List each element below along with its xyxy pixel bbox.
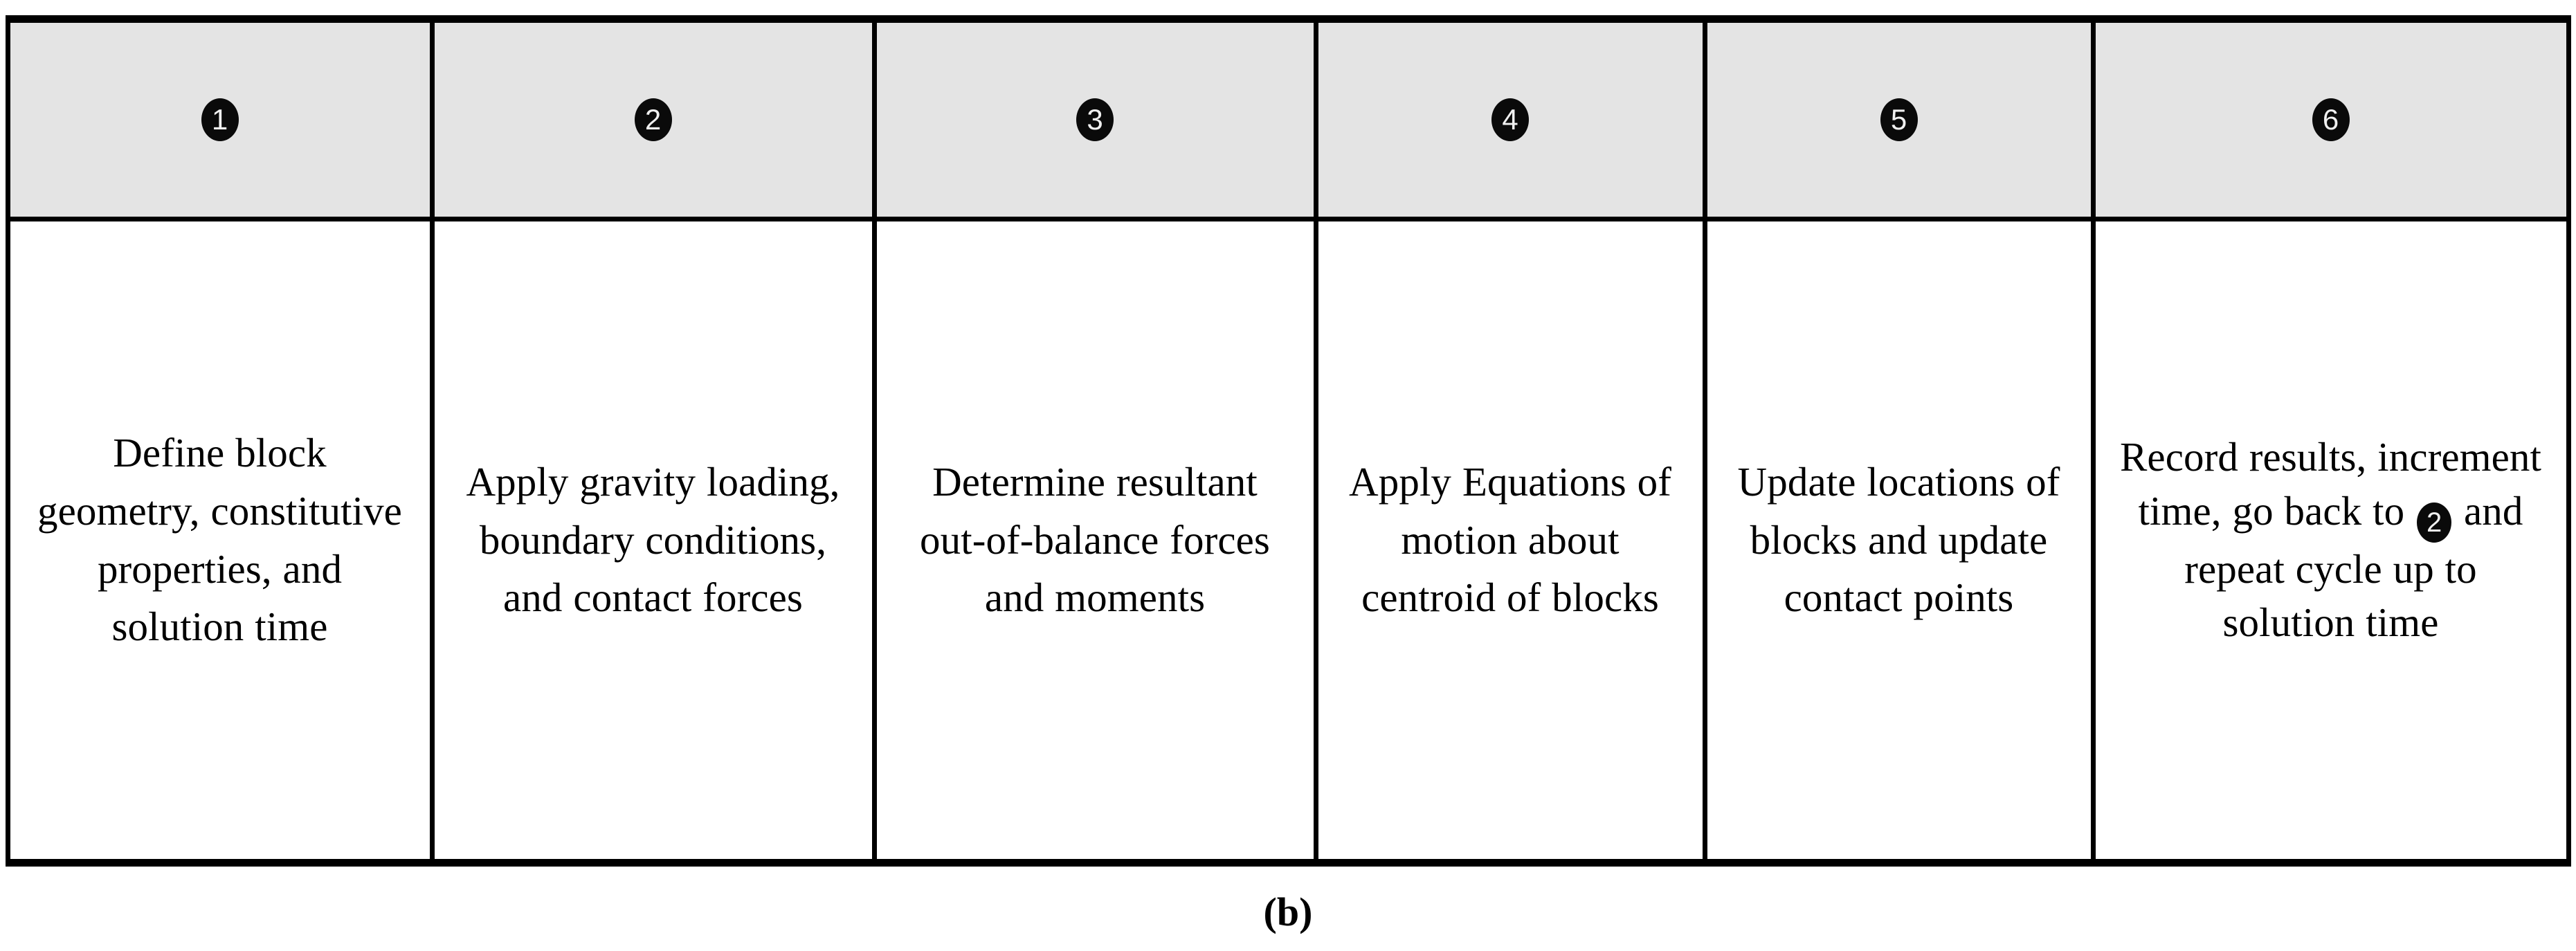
step-description-4: Apply Equations of motion about centroid… xyxy=(1349,458,1671,621)
process-steps-table: 1 2 3 4 5 6 xyxy=(5,15,2571,867)
figure-caption: (b) xyxy=(1263,889,1313,934)
step-header-1: 1 xyxy=(8,19,435,221)
step-description-2: Apply gravity loading, boundary conditio… xyxy=(466,458,840,621)
step-cell-5: Update locations of blocks and update co… xyxy=(1705,219,2096,863)
step-number-badge-4: 4 xyxy=(1491,98,1529,141)
step-description-6: Record results, increment time, go back … xyxy=(2114,431,2548,651)
step-description-1: Define block geometry, constitutive prop… xyxy=(37,429,402,650)
step-header-5: 5 xyxy=(1705,19,2096,221)
table-body-row: Define block geometry, constitutive prop… xyxy=(8,219,2568,863)
step-cell-4: Apply Equations of motion about centroid… xyxy=(1316,219,1707,863)
step-header-4: 4 xyxy=(1316,19,1707,221)
step-header-6: 6 xyxy=(2093,19,2568,221)
step-number-badge-5: 5 xyxy=(1880,98,1918,141)
step-description-3: Determine resultant out-of-balance force… xyxy=(920,458,1270,621)
step-6-text-after-badge: and repeat cycle up to solution time xyxy=(2184,487,2523,646)
step-number-badge-2: 2 xyxy=(634,98,672,141)
step-number-badge-3: 3 xyxy=(1076,98,1114,141)
step-description-5: Update locations of blocks and update co… xyxy=(1737,458,2060,621)
step-number-badge-1: 1 xyxy=(201,98,239,141)
step-header-2: 2 xyxy=(432,19,877,221)
step-number-badge-6: 6 xyxy=(2312,98,2350,141)
step-cell-1: Define block geometry, constitutive prop… xyxy=(8,219,435,863)
step-6-text-before-badge: Record results, increment time, go back … xyxy=(2119,433,2542,534)
step-cell-6: Record results, increment time, go back … xyxy=(2093,219,2568,863)
step-header-3: 3 xyxy=(874,19,1318,221)
table-header-row: 1 2 3 4 5 6 xyxy=(8,19,2568,221)
step-reference-badge-2: 2 xyxy=(2417,502,2452,543)
step-cell-3: Determine resultant out-of-balance force… xyxy=(874,219,1318,863)
step-cell-2: Apply gravity loading, boundary conditio… xyxy=(432,219,877,863)
